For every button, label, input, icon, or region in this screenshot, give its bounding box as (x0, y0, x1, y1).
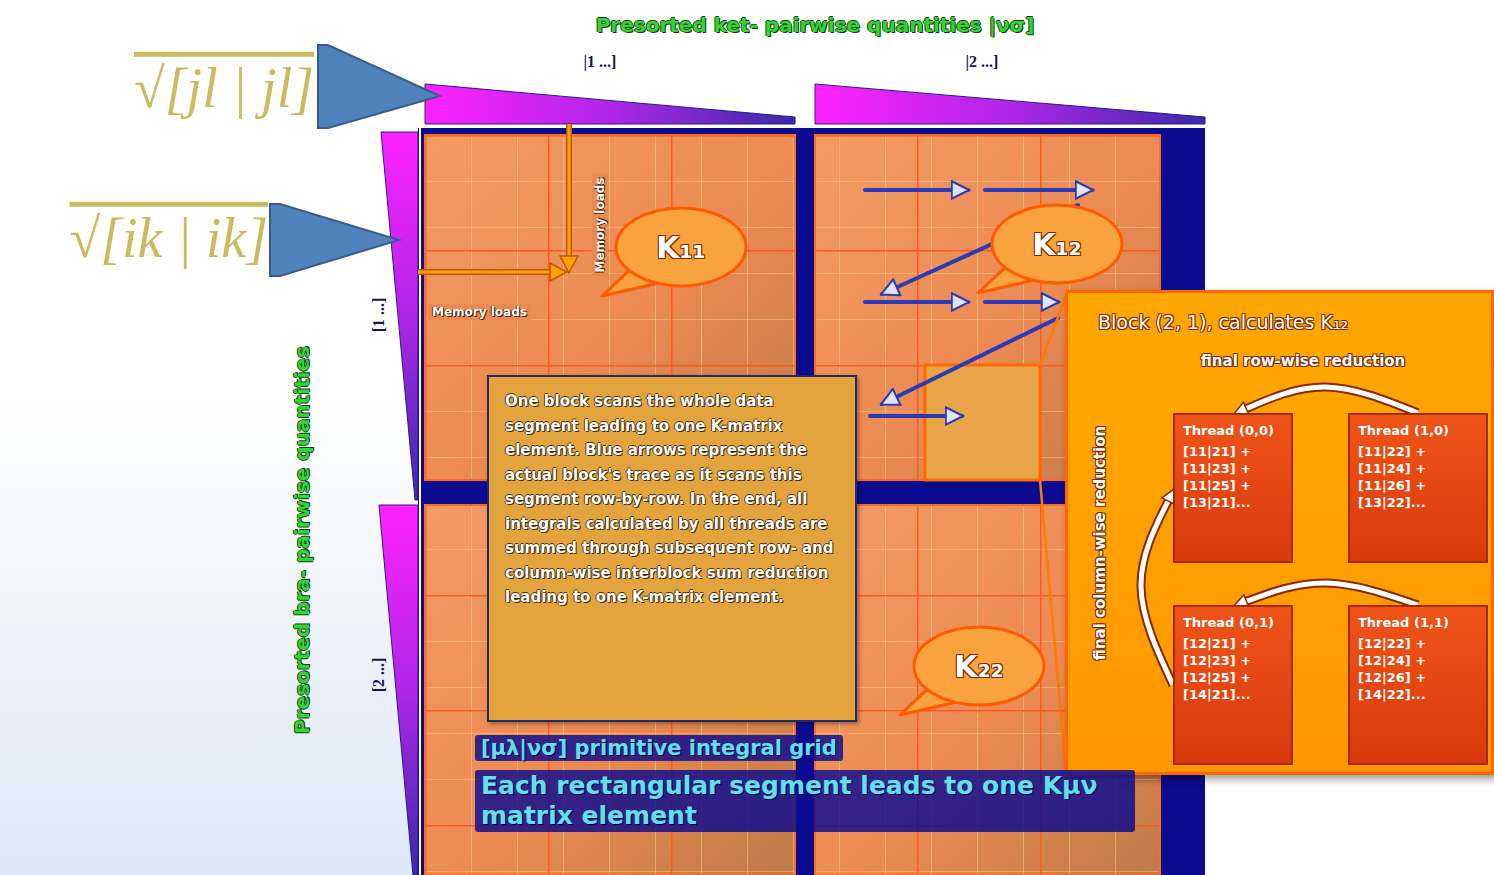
k-element-label: K₁₁ (656, 230, 706, 265)
callout-ellipse (914, 627, 1044, 705)
ket-wedge (425, 84, 795, 124)
thread-box: Thread (0,0) [11|21] + [11|23] + [11|25] … (1173, 413, 1293, 563)
trace-arrow (865, 300, 968, 304)
reduction-arrow (1243, 387, 1418, 413)
reduction-caption: final row-wise reduction (1201, 352, 1406, 370)
reduction-arrow (1141, 498, 1173, 685)
highlighted-cell (925, 365, 1040, 480)
thread-box: Thread (1,1) [12|22] + [12|24] + [12|26] … (1348, 605, 1488, 765)
axis-tick: [1 ...] (370, 298, 388, 333)
panel-title: Block (2, 1), calculates K₁₂ (1098, 311, 1348, 333)
explanation-text: One block scans the whole data segment l… (505, 389, 839, 610)
integral-sum: [11|21] + [11|23] + [11|25] + [13|21]... (1183, 443, 1283, 511)
integral-sum: [11|22] + [11|24] + [11|26] + [13|22]... (1358, 443, 1458, 511)
grid-segments (425, 135, 1160, 875)
separator-line (418, 126, 1205, 128)
thread-name: Thread (0,1) (1183, 614, 1283, 631)
k-matrix-callout: K₁₁ (614, 206, 748, 288)
grid-caption: [μλ|νσ] primitive integral grid (475, 735, 843, 761)
k-element-label: K₁₂ (1032, 227, 1082, 262)
axis-tick: |1 ...] (584, 53, 617, 71)
memory-load-arrow (568, 124, 571, 258)
explanation-box: One block scans the whole data segment l… (487, 375, 857, 722)
axis-tick: [2 ...] (370, 658, 388, 693)
trace-arrow (985, 300, 1058, 304)
memory-load-arrow (418, 271, 552, 274)
trace-arrow (882, 318, 1058, 404)
zoom-leader (1040, 296, 1066, 365)
integral-sum: [12|21] + [12|23] + [12|25] + [14|21]... (1183, 635, 1283, 703)
axis-title: Presorted ket- pairwise quantities |νσ] (596, 13, 1035, 37)
reduction-arrow (1243, 583, 1418, 605)
memory-load-arrow (418, 269, 552, 275)
integral-sum: [12|22] + [12|24] + [12|26] + [14|22]... (1358, 635, 1458, 703)
zoom-leader (1040, 480, 1066, 770)
trace-arrow (865, 188, 968, 192)
connector-outline (1141, 498, 1173, 685)
memory-load-arrows (418, 124, 578, 281)
memory-loads-label: Memory loads (428, 304, 531, 320)
k-element-label: K₂₂ (954, 649, 1004, 684)
callout-ellipse (992, 205, 1122, 283)
connector-outline (1243, 583, 1418, 605)
thread-name: Thread (1,0) (1358, 422, 1478, 439)
k-matrix-callout: K₂₂ (912, 625, 1046, 707)
trace-arrow (870, 414, 962, 418)
pointer-arrow (270, 204, 399, 276)
thread-name: Thread (1,1) (1358, 614, 1478, 631)
memory-load-arrow (566, 124, 572, 258)
pointer-arrow (318, 45, 440, 128)
reduction-caption: final column-wise reduction (1091, 426, 1109, 660)
page-shade (0, 400, 418, 875)
grid-caption: Each rectangular segment leads to one Kμ… (475, 770, 1135, 832)
callout-ellipse (616, 208, 746, 286)
connector-outline (1243, 387, 1418, 413)
axis-title: Presorted bra- pairwise quantities (290, 346, 314, 734)
sqrt-label: √[ik | ik] (69, 206, 268, 270)
block-zoom-panel: Block (2, 1), calculates K₁₂ final row-wi… (1065, 290, 1494, 775)
trace-arrow (985, 188, 1092, 192)
separator-line (419, 128, 421, 875)
memory-load-arrow (550, 263, 567, 281)
thread-box: Thread (0,1) [12|21] + [12|23] + [12|25] … (1173, 605, 1293, 765)
thread-box: Thread (1,0) [11|22] + [11|24] + [11|26] … (1348, 413, 1488, 563)
sqrt-label: √[jl | jl] (134, 56, 314, 120)
axis-tick: |2 ...] (966, 53, 999, 71)
thread-name: Thread (0,0) (1183, 422, 1283, 439)
memory-loads-label: Memory loads (592, 174, 608, 277)
k-matrix-callout: K₁₂ (990, 203, 1124, 285)
ket-wedge (815, 84, 1205, 124)
